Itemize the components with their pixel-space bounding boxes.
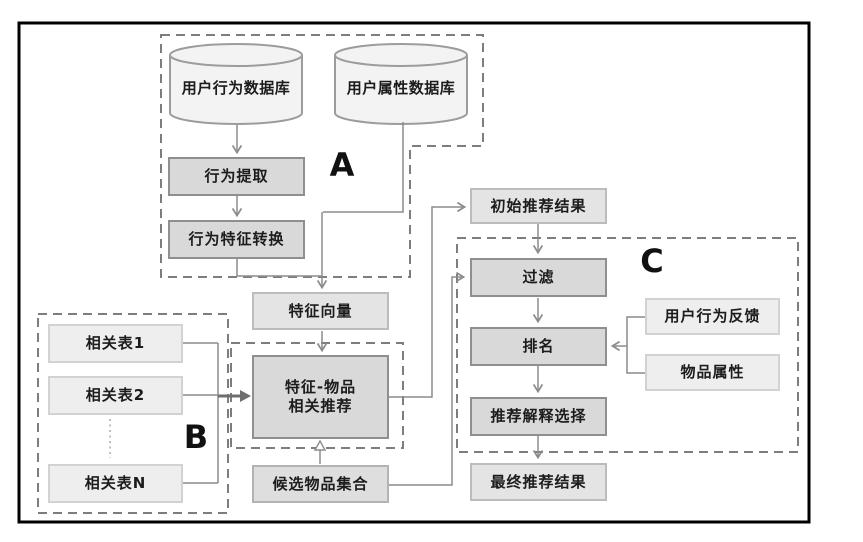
related-tables-arrowhead <box>240 390 251 402</box>
node-behavior-feature-convert: 行为特征转换 <box>168 220 305 259</box>
feature-item-line1: 特征-物品 <box>284 378 357 397</box>
node-related-table-n: 相关表N <box>48 464 183 503</box>
behavior-db-cylinder-icon <box>169 43 303 125</box>
group-c-outline <box>456 237 799 453</box>
outer-frame <box>17 21 811 524</box>
node-final-recommend-result: 最终推荐结果 <box>470 463 607 501</box>
connector-lines <box>183 122 645 486</box>
group-b-label: B <box>183 418 209 456</box>
behavior-db-label: 用户行为数据库 <box>181 78 291 97</box>
node-related-table-2: 相关表2 <box>48 376 183 415</box>
node-explanation-select: 推荐解释选择 <box>470 397 607 436</box>
candidate-hollow-arrowhead <box>313 439 327 451</box>
group-a-label: A <box>329 146 355 184</box>
feature-item-line2: 相关推荐 <box>288 397 353 415</box>
group-c-label: C <box>640 242 664 280</box>
node-feature-item-recommend: 特征-物品 相关推荐 <box>252 355 389 439</box>
group-a-outline <box>160 34 484 278</box>
group-b-outline <box>37 313 229 514</box>
node-item-attributes: 物品属性 <box>645 354 780 391</box>
node-initial-recommend-result: 初始推荐结果 <box>470 188 607 224</box>
attribute-db-label: 用户属性数据库 <box>346 78 456 97</box>
node-candidate-item-set: 候选物品集合 <box>252 465 389 503</box>
node-behavior-extract: 行为提取 <box>168 157 305 196</box>
attribute-db-cylinder-icon <box>334 43 468 125</box>
node-feature-vector: 特征向量 <box>252 292 389 330</box>
node-user-behavior-feedback: 用户行为反馈 <box>645 298 780 335</box>
node-rank: 排名 <box>470 327 607 366</box>
node-filter: 过滤 <box>470 258 607 297</box>
node-related-table-1: 相关表1 <box>48 324 183 363</box>
